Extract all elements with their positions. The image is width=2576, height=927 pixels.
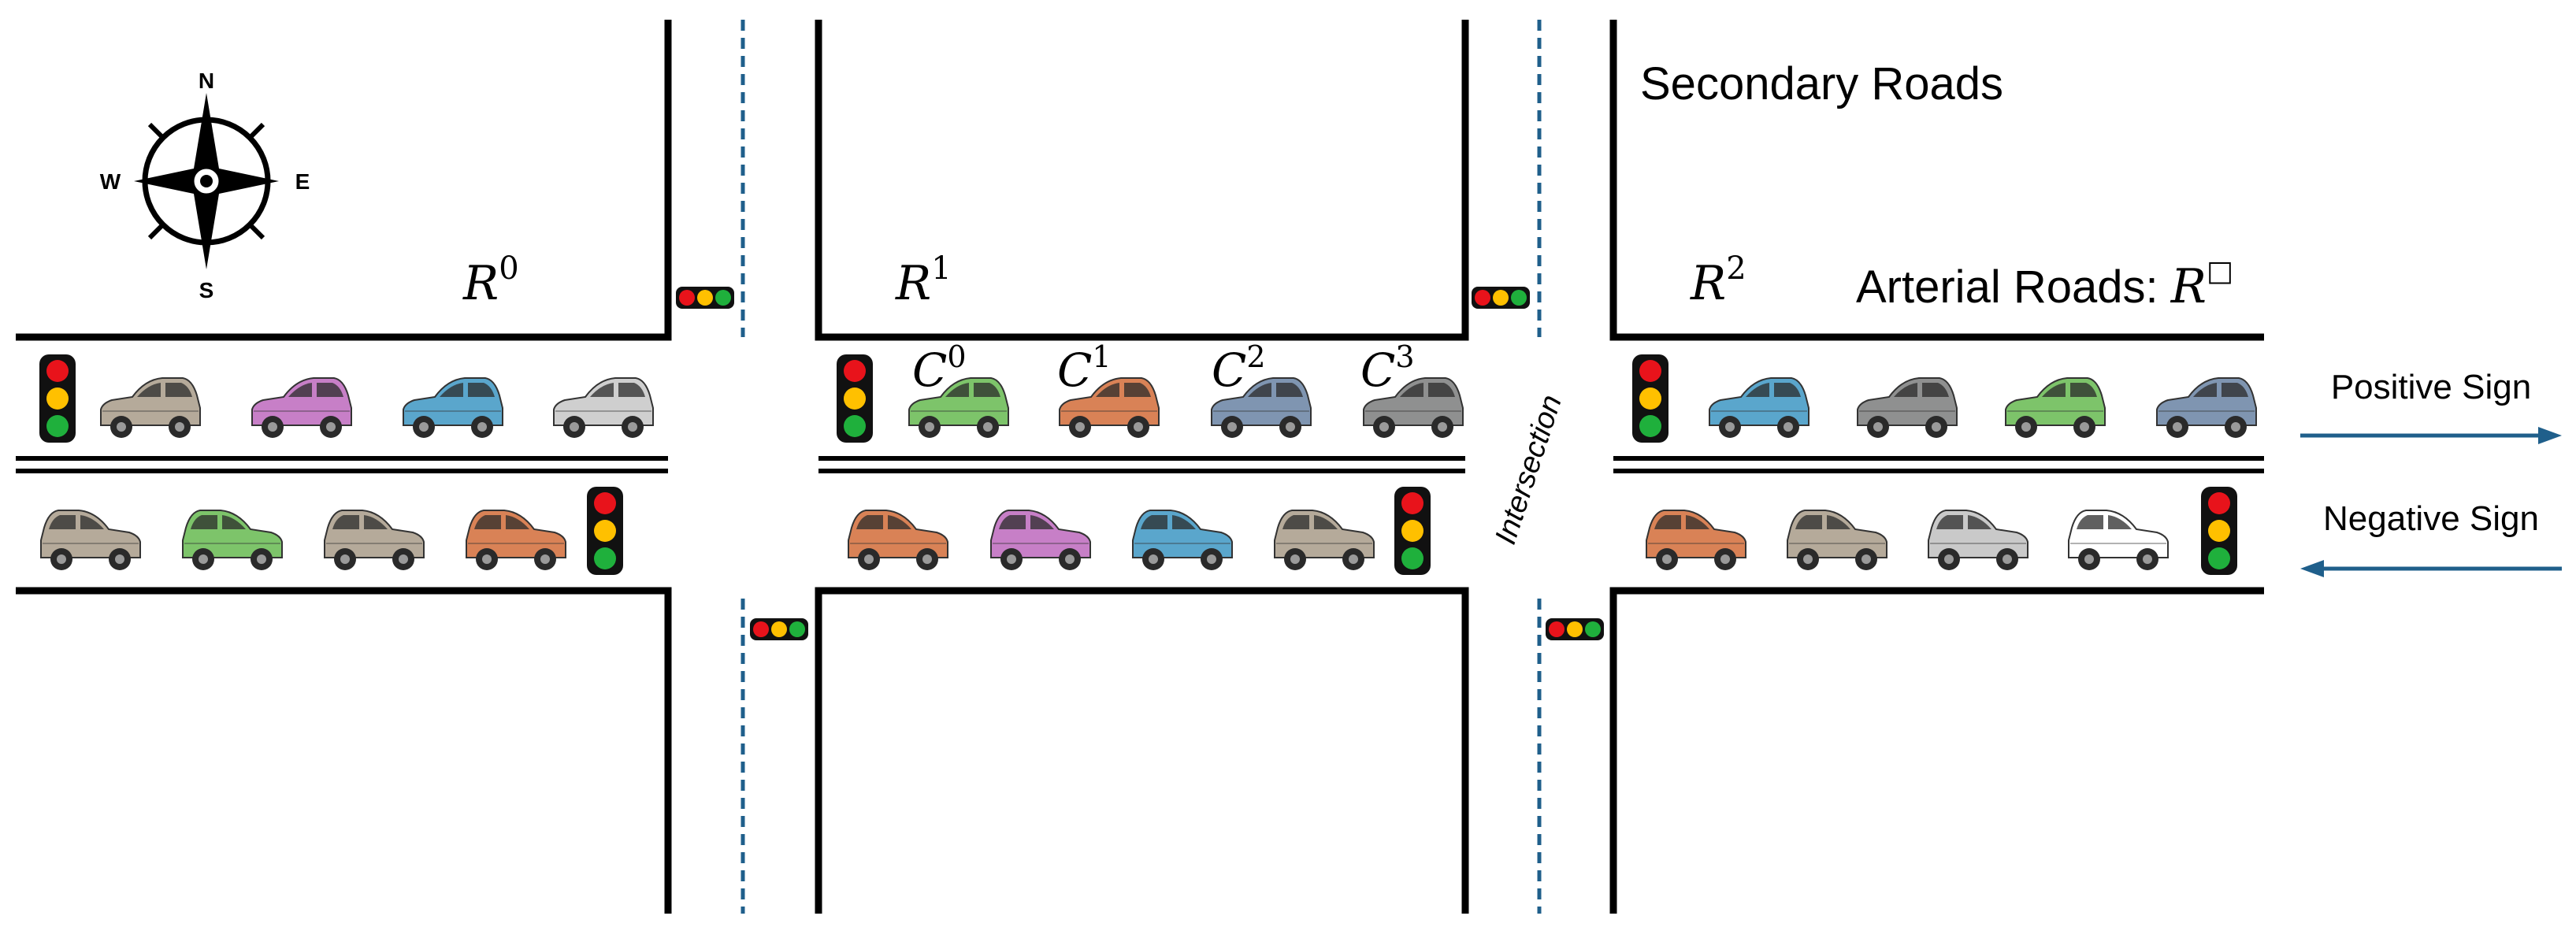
car-label-c3: C3 bbox=[1360, 339, 1415, 397]
compass-rose-icon: N S E W bbox=[100, 69, 310, 302]
car-icon bbox=[251, 377, 352, 438]
traffic-light-icon bbox=[39, 354, 76, 443]
car-icon bbox=[990, 510, 1091, 570]
car-icon bbox=[324, 510, 425, 570]
car-icon bbox=[1274, 510, 1375, 570]
car-icon bbox=[1363, 377, 1464, 438]
negative-sign-label: Negative Sign bbox=[2323, 499, 2539, 538]
car-icon bbox=[1709, 377, 1810, 438]
block-top-right-edge bbox=[1609, 20, 2264, 341]
car-icon bbox=[2156, 377, 2257, 438]
block-top-left-edge bbox=[16, 20, 672, 341]
car-icon bbox=[466, 510, 566, 570]
traffic-light-icon bbox=[676, 287, 734, 309]
car-icon bbox=[100, 377, 201, 438]
road-label-r0: R0 bbox=[462, 250, 519, 311]
positive-arrowhead bbox=[2538, 427, 2562, 444]
car-icon bbox=[1059, 377, 1160, 438]
car-label-c1: C1 bbox=[1057, 339, 1112, 397]
negative-arrowhead bbox=[2300, 560, 2324, 577]
car-label-c0: C0 bbox=[912, 339, 967, 397]
positive-sign-label: Positive Sign bbox=[2331, 368, 2531, 406]
block-top-middle-edge bbox=[815, 20, 1469, 341]
traffic-light-icon bbox=[1632, 354, 1668, 443]
car-icon bbox=[1211, 377, 1312, 438]
car-icon bbox=[40, 510, 141, 570]
traffic-light-icon bbox=[837, 354, 873, 443]
road-label-r2: R2 bbox=[1690, 250, 1746, 311]
compass-south-label: S bbox=[199, 278, 214, 302]
compass-east-label: E bbox=[295, 169, 310, 194]
block-bottom-right-edge bbox=[1609, 587, 2264, 914]
secondary-roads-label: Secondary Roads bbox=[1640, 58, 2003, 109]
car-icon bbox=[182, 510, 283, 570]
block-bottom-middle-edge bbox=[815, 587, 1469, 914]
traffic-light-icon bbox=[587, 487, 623, 575]
compass-west-label: W bbox=[100, 169, 121, 194]
car-icon bbox=[1646, 510, 1746, 570]
traffic-light-icon bbox=[750, 618, 808, 640]
car-icon bbox=[1787, 510, 1887, 570]
stop-lines bbox=[741, 20, 1542, 914]
block-bottom-left-edge bbox=[16, 587, 672, 914]
road-boundaries bbox=[16, 20, 2264, 914]
car-icon bbox=[403, 377, 503, 438]
car-icon bbox=[1928, 510, 2029, 570]
centre-double-lines bbox=[16, 456, 2264, 473]
intersection-label: Intersection bbox=[1489, 391, 1568, 548]
car-icon bbox=[553, 377, 654, 438]
traffic-light-icon bbox=[1472, 287, 1530, 309]
cars bbox=[40, 377, 2257, 570]
traffic-light-icon bbox=[1546, 618, 1604, 640]
compass-ticks bbox=[147, 122, 265, 240]
car-icon bbox=[1132, 510, 1233, 570]
traffic-light-icon bbox=[1394, 487, 1431, 575]
traffic-light-icon bbox=[2201, 487, 2237, 575]
traffic-lights bbox=[39, 287, 2237, 640]
car-icon bbox=[2068, 510, 2169, 570]
compass-north-label: N bbox=[199, 69, 214, 93]
car-icon bbox=[848, 510, 948, 570]
car-label-c2: C2 bbox=[1212, 339, 1266, 397]
car-icon bbox=[908, 377, 1009, 438]
road-label-r1: R1 bbox=[895, 250, 952, 311]
car-icon bbox=[2005, 377, 2106, 438]
arterial-roads-label: Arterial Roads: R□ bbox=[1856, 255, 2233, 314]
car-icon bbox=[1857, 377, 1958, 438]
